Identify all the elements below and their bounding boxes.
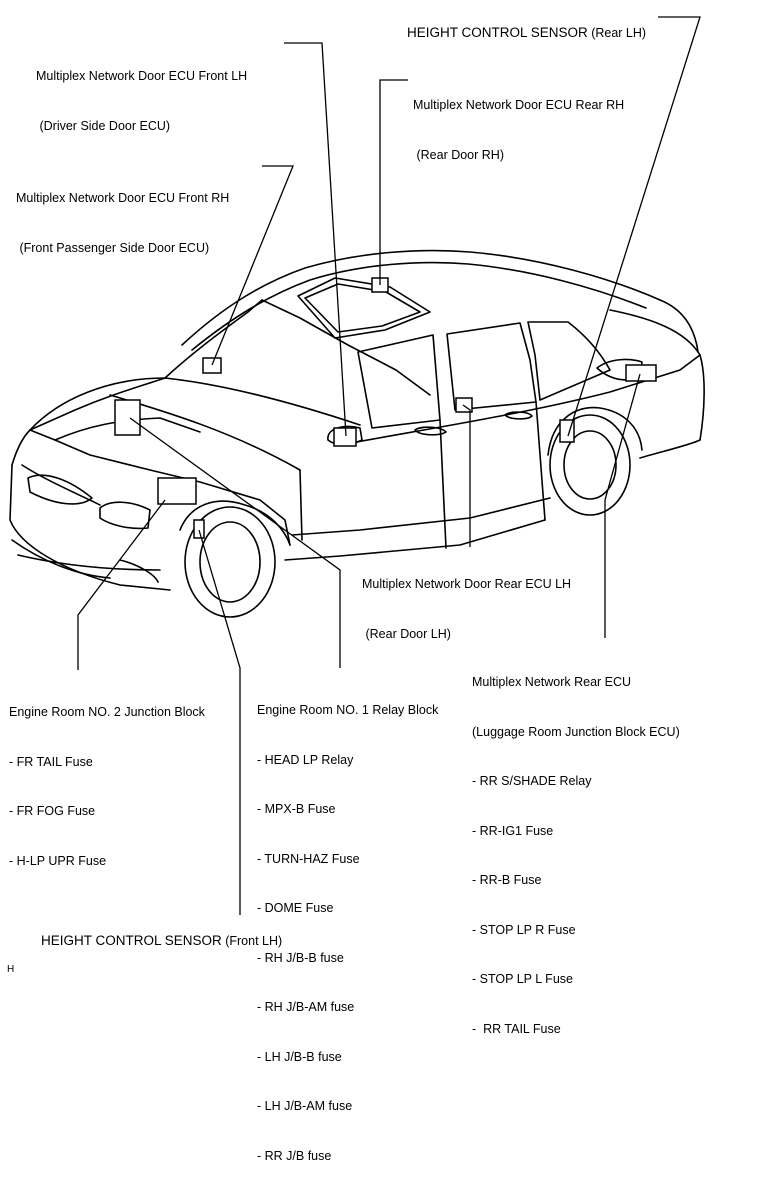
label-height-sensor-front: HEIGHT CONTROL SENSOR (Front LH) (34, 916, 282, 949)
leader-door-front-lh (284, 42, 347, 437)
list-item: - STOP LP R Fuse (472, 922, 576, 937)
label-door-ecu-rear-lh-line2: (Rear Door LH) (362, 626, 451, 641)
list-item: - RR-B Fuse (472, 873, 542, 887)
label-door-ecu-front-lh-line2: (Driver Side Door ECU) (36, 118, 171, 133)
label-height-sensor-front-main: HEIGHT CONTROL SENSOR (40, 932, 222, 948)
label-relay-block-1: Engine Room NO. 1 Relay Block - HEAD LP … (257, 669, 438, 1181)
list-item: - LH J/B-AM fuse (257, 1099, 353, 1113)
marker-relay-block-1 (114, 399, 141, 436)
marker-height-sensor-front (193, 519, 205, 539)
leader-relay1 (129, 417, 341, 668)
label-relay-block-1-title: Engine Room NO. 1 Relay Block (257, 703, 439, 717)
list-item: - H-LP UPR Fuse (9, 853, 107, 868)
list-item: - MPX-B Fuse (257, 802, 336, 816)
list-item: - RR-IG1 Fuse (472, 823, 554, 838)
label-junction-block-2: Engine Room NO. 2 Junction Block - FR TA… (9, 671, 205, 886)
list-item: - RR J/B fuse (257, 1148, 332, 1163)
label-height-sensor-rear-sub: (Rear LH) (587, 25, 647, 40)
label-door-ecu-rear-lh: Multiplex Network Door Rear ECU LH (Rear… (362, 543, 571, 659)
label-height-sensor-front-sub: (Front LH) (221, 933, 283, 948)
list-item: - FR TAIL Fuse (9, 754, 93, 769)
label-rear-ecu-subtitle: (Luggage Room Junction Block ECU) (472, 724, 680, 739)
list-item: - LH J/B-B fuse (257, 1049, 342, 1064)
label-door-ecu-front-rh: Multiplex Network Door ECU Front RH (Fro… (16, 157, 229, 273)
leader-height-rear (567, 16, 701, 437)
list-item: - FR FOG Fuse (9, 804, 96, 818)
leader-rear-ecu (604, 373, 641, 638)
label-rear-ecu: Multiplex Network Rear ECU (Luggage Room… (472, 641, 680, 1054)
list-item: - RH J/B-B fuse (257, 950, 344, 965)
label-rear-ecu-title: Multiplex Network Rear ECU (472, 675, 632, 689)
corner-code: H (7, 964, 15, 975)
label-door-ecu-rear-lh-line1: Multiplex Network Door Rear ECU LH (362, 577, 572, 591)
marker-rear-ecu (625, 364, 657, 382)
leader-height-front (198, 529, 241, 915)
component-markers (114, 277, 657, 539)
label-door-ecu-rear-rh: Multiplex Network Door ECU Rear RH (Rear… (413, 64, 624, 180)
label-door-ecu-front-lh-line1: Multiplex Network Door ECU Front LH (36, 69, 248, 83)
car-body-outline (9, 249, 705, 618)
marker-door-ecu-front-rh (202, 357, 222, 374)
label-door-ecu-front-rh-line1: Multiplex Network Door ECU Front RH (16, 191, 230, 205)
list-item: - RR TAIL Fuse (472, 1021, 561, 1036)
label-door-ecu-front-rh-line2: (Front Passenger Side Door ECU) (16, 240, 210, 255)
label-height-sensor-rear-main: HEIGHT CONTROL SENSOR (406, 24, 588, 40)
list-item: - STOP LP L Fuse (472, 972, 573, 986)
marker-door-ecu-front-lh (333, 427, 357, 447)
list-item: - TURN-HAZ Fuse (257, 851, 360, 866)
label-door-ecu-rear-rh-line1: Multiplex Network Door ECU Rear RH (413, 98, 625, 112)
label-height-sensor-rear: HEIGHT CONTROL SENSOR (Rear LH) (400, 8, 646, 41)
vehicle-location-diagram (9, 16, 705, 915)
leader-door-rear-lh (462, 404, 471, 547)
list-item: - RH J/B-AM fuse (257, 1000, 355, 1014)
label-door-ecu-rear-rh-line2: (Rear Door RH) (413, 147, 504, 162)
label-junction-block-2-title: Engine Room NO. 2 Junction Block (9, 705, 205, 719)
list-item: - RR S/SHADE Relay (472, 774, 592, 788)
leader-door-rear-rh (379, 79, 408, 285)
leader-door-front-rh (211, 165, 294, 366)
list-item: - DOME Fuse (257, 901, 334, 915)
label-door-ecu-front-lh: Multiplex Network Door ECU Front LH (Dri… (36, 35, 247, 151)
marker-junction-block-2 (157, 477, 197, 505)
leader-jb2 (77, 499, 166, 670)
leader-lines (77, 16, 701, 915)
list-item: - HEAD LP Relay (257, 752, 354, 767)
marker-height-sensor-rear (559, 419, 575, 443)
